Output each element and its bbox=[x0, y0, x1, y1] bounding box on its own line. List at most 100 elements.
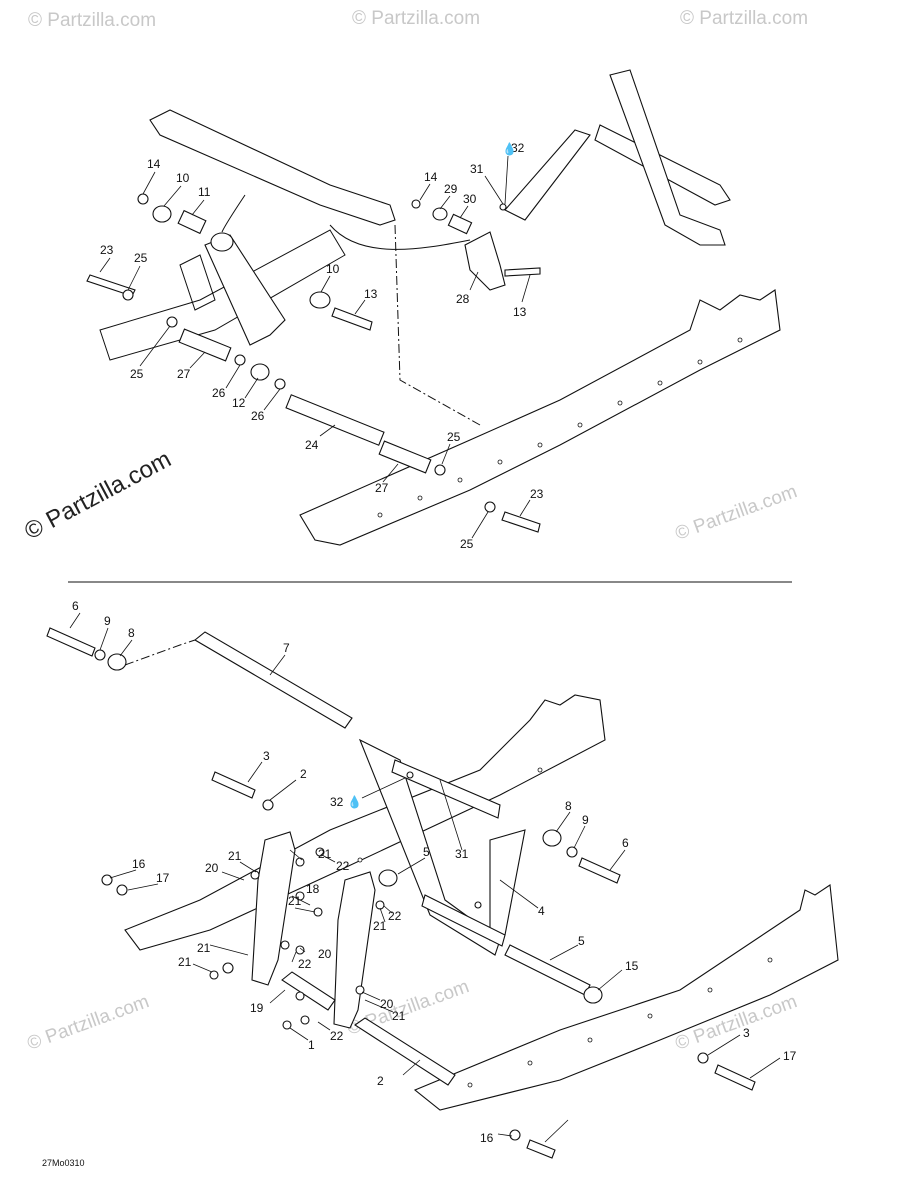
drop-icon: 💧 bbox=[347, 795, 362, 809]
washer bbox=[697, 1052, 709, 1064]
callout-label: 29 bbox=[444, 182, 458, 196]
bolt bbox=[714, 1064, 756, 1091]
left-rail-upright bbox=[179, 254, 216, 311]
callout-label: 21 bbox=[178, 955, 192, 969]
callout-label: 10 bbox=[326, 262, 340, 276]
bolt bbox=[211, 771, 256, 799]
spacer bbox=[178, 328, 232, 362]
bolt bbox=[504, 267, 541, 277]
callout-label: 1 bbox=[308, 1038, 315, 1052]
bushing bbox=[152, 205, 172, 223]
callout-label: 12 bbox=[232, 396, 246, 410]
callout-label: 20 bbox=[318, 947, 332, 961]
right-rail bbox=[299, 289, 781, 546]
callout-label: 27 bbox=[177, 367, 191, 381]
watermark: © Partzilla.com bbox=[28, 10, 156, 31]
nut bbox=[209, 970, 219, 980]
callout-label: 22 bbox=[336, 859, 350, 873]
watermark: © Partzilla.com bbox=[673, 481, 800, 545]
front-arm bbox=[489, 829, 526, 941]
callout-label: 20 bbox=[205, 861, 219, 875]
washer bbox=[116, 884, 128, 896]
callout-label: 18 bbox=[306, 882, 320, 896]
bottom-shaft bbox=[354, 1017, 456, 1086]
watermark: © Partzilla.com bbox=[352, 8, 480, 29]
callout-label: 13 bbox=[513, 305, 527, 319]
left-rail bbox=[124, 694, 606, 951]
callout-label: 26 bbox=[212, 386, 226, 400]
bushing bbox=[378, 869, 398, 887]
connection-line bbox=[124, 639, 196, 666]
bolt bbox=[331, 307, 373, 331]
callout-label: 14 bbox=[424, 170, 438, 184]
drawing-code: 27Mo0310 bbox=[42, 1158, 85, 1168]
callout-label: 25 bbox=[134, 251, 148, 265]
rear-arm bbox=[504, 129, 591, 221]
callout-label: 8 bbox=[128, 626, 135, 640]
grease-fitting bbox=[474, 901, 482, 909]
washer bbox=[234, 354, 246, 366]
washer bbox=[509, 1129, 521, 1141]
washer bbox=[484, 501, 496, 513]
spacer bbox=[177, 209, 207, 235]
washer bbox=[94, 649, 106, 661]
rear-shock-assembly bbox=[86, 69, 781, 546]
callout-label: 19 bbox=[250, 1001, 264, 1015]
callout-label: 31 bbox=[455, 847, 469, 861]
nut bbox=[101, 874, 113, 886]
rail-holes bbox=[377, 337, 743, 518]
bolt bbox=[526, 1139, 556, 1159]
washer bbox=[280, 940, 290, 950]
front-arm-assembly bbox=[46, 627, 839, 1159]
bushing bbox=[542, 829, 562, 847]
washer bbox=[355, 985, 365, 995]
callout-label: 26 bbox=[251, 409, 265, 423]
callout-label: 21 bbox=[288, 894, 302, 908]
callout-label: 3 bbox=[263, 749, 270, 763]
link bbox=[333, 871, 376, 1029]
callout-label: 21 bbox=[373, 919, 387, 933]
washer bbox=[122, 289, 134, 301]
grease-fitting bbox=[406, 771, 414, 779]
callout-label: 5 bbox=[578, 934, 585, 948]
drop-icon: 💧 bbox=[502, 142, 517, 156]
watermark: © Partzilla.com bbox=[25, 991, 152, 1055]
callout-label: 17 bbox=[783, 1049, 797, 1063]
callout-label: 4 bbox=[538, 904, 545, 918]
callout-label: 21 bbox=[197, 941, 211, 955]
callout-label: 30 bbox=[463, 192, 477, 206]
grease-fitting bbox=[499, 203, 507, 211]
callout-label: 24 bbox=[305, 438, 319, 452]
connection-arrow bbox=[329, 224, 471, 250]
callout-label: 22 bbox=[388, 909, 402, 923]
callout-label: 2 bbox=[300, 767, 307, 781]
nut bbox=[411, 199, 421, 209]
spacer bbox=[281, 971, 336, 1011]
callout-label: 21 bbox=[228, 849, 242, 863]
callout-label: 9 bbox=[104, 614, 111, 628]
nut bbox=[282, 1020, 292, 1030]
washer bbox=[274, 378, 286, 390]
callout-label: 16 bbox=[480, 1131, 494, 1145]
callout-label: 25 bbox=[460, 537, 474, 551]
callout-label: 32 bbox=[330, 795, 344, 809]
callout-label: 3 bbox=[743, 1026, 750, 1040]
watermark-main: © Partzilla.com bbox=[20, 446, 175, 546]
shock-eyelet bbox=[210, 232, 234, 252]
callout-label: 14 bbox=[147, 157, 161, 171]
bracket bbox=[464, 231, 506, 291]
washer bbox=[250, 870, 260, 880]
watermark: © Partzilla.com bbox=[680, 8, 808, 29]
lower-shaft bbox=[504, 944, 591, 996]
callouts-top: 14 10 11 23 25 25 27 26 12 26 24 10 13 2… bbox=[99, 141, 544, 551]
callout-label: 16 bbox=[132, 857, 146, 871]
callout-label: 10 bbox=[176, 171, 190, 185]
connection-arrow bbox=[221, 194, 246, 233]
callout-label: 22 bbox=[330, 1029, 344, 1043]
callout-label: 25 bbox=[447, 430, 461, 444]
washer bbox=[222, 962, 234, 974]
washer bbox=[295, 945, 305, 955]
nut bbox=[315, 847, 325, 857]
washer bbox=[300, 1015, 310, 1025]
